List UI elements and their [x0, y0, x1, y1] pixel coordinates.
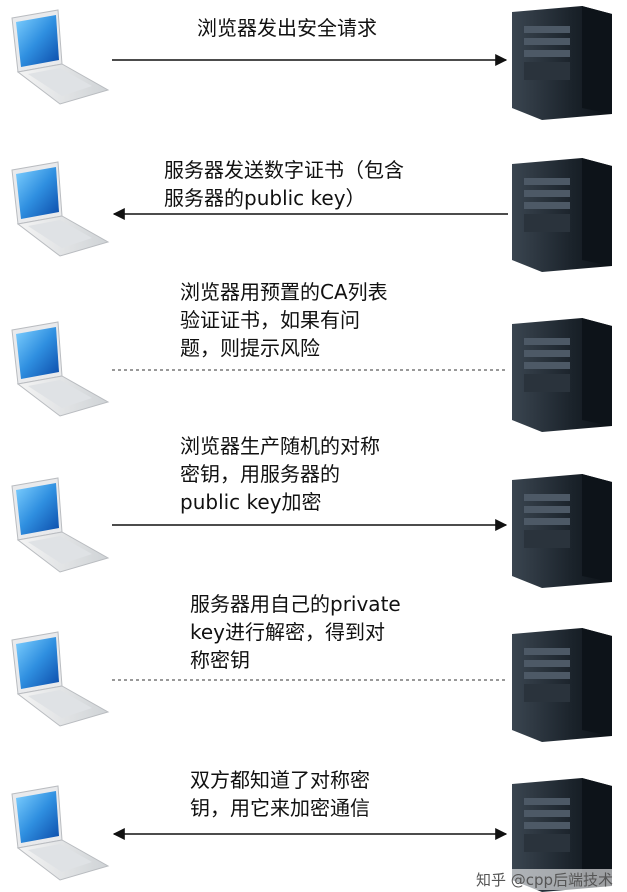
server-icon [512, 628, 612, 742]
laptop-icon [11, 785, 110, 881]
step-label: 服务器发送数字证书（包含 服务器的public key） [160, 156, 408, 212]
laptop-icon [11, 321, 110, 417]
laptop-icon [11, 9, 110, 105]
connection-dashed [112, 369, 508, 371]
step-label: 浏览器发出安全请求 [193, 14, 381, 42]
connection-arrow [112, 208, 508, 220]
laptop-icon [11, 631, 110, 727]
connection-arrow [112, 519, 508, 531]
server-icon [512, 158, 612, 272]
step-label: 浏览器生产随机的对称 密钥，用服务器的 public key加密 [176, 432, 384, 516]
server-icon [512, 6, 612, 120]
step-label: 双方都知道了对称密 钥，用它来加密通信 [186, 766, 374, 822]
server-icon [512, 318, 612, 432]
connection-dashed [112, 679, 508, 681]
connection-arrow [112, 54, 508, 66]
laptop-icon [11, 161, 110, 257]
step-label: 浏览器用预置的CA列表 验证证书，如果有问 题，则提示风险 [176, 278, 392, 362]
laptop-icon [11, 477, 110, 573]
step-label: 服务器用自己的private key进行解密，得到对 称密钥 [186, 590, 405, 674]
connection-bidirectional-arrow [112, 828, 508, 840]
server-icon [512, 474, 612, 588]
watermark: 知乎 @cpp后端技术 [473, 869, 615, 890]
server-icon [512, 778, 612, 892]
